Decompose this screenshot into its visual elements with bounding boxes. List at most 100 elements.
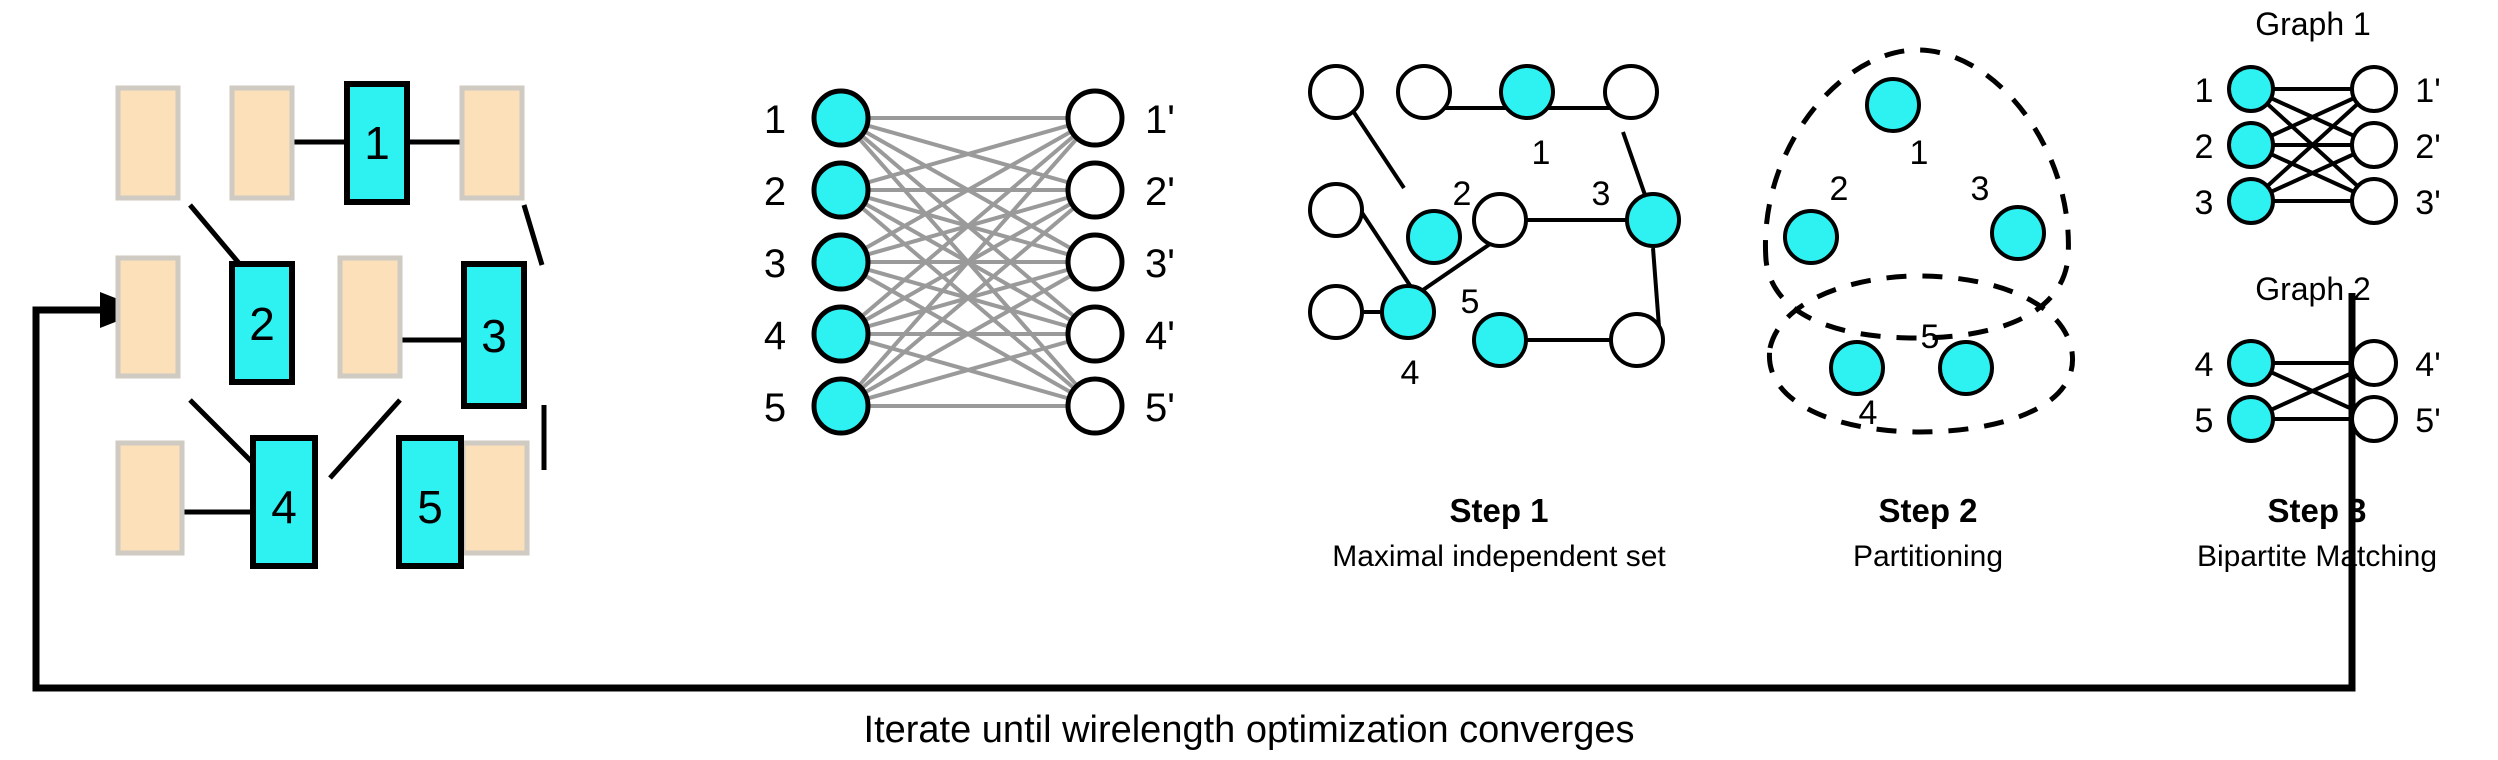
graph2-node-left <box>2227 395 2275 443</box>
step2-node-labels: 1 2 3 4 5 <box>1830 134 1990 432</box>
bipartite-left-label: 4 <box>764 314 786 358</box>
panel-step3-matching: Graph 1 <box>2195 6 2441 443</box>
graph1-node-left <box>2227 121 2275 169</box>
step1-node-unselected <box>1308 64 1364 120</box>
filler-cell <box>115 85 181 201</box>
panel-placement: 1 2 3 4 5 <box>115 81 547 569</box>
graph1-node-left <box>2227 177 2275 225</box>
step1-selected-nodes[interactable] <box>1380 64 1681 368</box>
placement-block-3[interactable]: 3 <box>461 261 527 409</box>
placement-block-label: 2 <box>249 298 275 350</box>
graph2-right-label: 5' <box>2415 402 2440 440</box>
step1-node-unselected <box>1603 64 1659 120</box>
bipartite-left-label: 3 <box>764 242 786 286</box>
step1-node-unselected <box>1308 182 1364 238</box>
placement-block-4[interactable]: 4 <box>250 435 318 569</box>
step1-node-selected <box>1380 284 1436 340</box>
graph2-right-nodes[interactable] <box>2350 339 2398 443</box>
step2-node-label: 1 <box>1910 134 1929 172</box>
bipartite-right-label: 5' <box>1145 386 1175 430</box>
step2-node <box>1865 77 1921 133</box>
filler-cell <box>460 440 530 556</box>
bipartite-left-label: 2 <box>764 170 786 214</box>
step1-node-label: 5 <box>1461 283 1480 321</box>
step1-node-selected <box>1499 64 1555 120</box>
graph1-node-right <box>2350 121 2398 169</box>
step2-cluster-b-nodes[interactable] <box>1829 340 1994 396</box>
graph1-left-nodes[interactable] <box>2227 65 2275 225</box>
placement-block-5[interactable]: 5 <box>396 435 464 569</box>
graph2-left-nodes[interactable] <box>2227 339 2275 443</box>
step1-node-label: 3 <box>1592 175 1611 213</box>
filler-cell <box>337 255 403 379</box>
placement-blocks[interactable]: 1 2 3 4 5 <box>229 81 527 569</box>
step2-node-label: 3 <box>1971 170 1990 208</box>
graph1-right-nodes[interactable] <box>2350 65 2398 225</box>
graph1-right-label: 2' <box>2415 128 2440 166</box>
graph1-right-label: 3' <box>2415 184 2440 222</box>
graph1-left-label: 1 <box>2195 72 2214 110</box>
step1-node-unselected <box>1396 64 1452 120</box>
step-title: Step 1 <box>1449 492 1548 529</box>
step-subtitle: Bipartite Matching <box>2197 540 2437 573</box>
filler-cell <box>115 440 185 556</box>
graph1-node-right <box>2350 177 2398 225</box>
bipartite-left-nodes[interactable] <box>811 88 871 436</box>
step2-node-label: 5 <box>1921 318 1940 356</box>
bipartite-node-left <box>811 88 871 148</box>
bipartite-node-right <box>1065 232 1125 292</box>
step1-node-unselected <box>1472 192 1528 248</box>
step2-node-label: 2 <box>1830 170 1849 208</box>
bipartite-node-left <box>811 160 871 220</box>
step-title: Step 3 <box>2267 492 2366 529</box>
graph1-node-left <box>2227 65 2275 113</box>
step-subtitle: Partitioning <box>1853 540 2003 573</box>
panel-bipartite-graph: 1 2 3 4 5 1' 2' 3' 4' 5' <box>764 88 1175 436</box>
bipartite-node-left <box>811 232 871 292</box>
panel-step1-graph: 1 2 3 4 5 <box>1308 64 1681 392</box>
placement-block-label: 3 <box>481 310 507 362</box>
step-captions: Step 1 Maximal independent set Step 2 Pa… <box>1332 492 2437 573</box>
step1-node-selected <box>1472 312 1528 368</box>
step1-node-label: 4 <box>1401 354 1420 392</box>
step1-unselected-nodes[interactable] <box>1308 64 1665 368</box>
graph1-left-label: 2 <box>2195 128 2214 166</box>
bipartite-left-label: 1 <box>764 98 786 142</box>
graph2-left-label: 4 <box>2195 346 2214 384</box>
bipartite-left-labels: 1 2 3 4 5 <box>764 98 786 430</box>
bipartite-edges <box>839 116 1097 408</box>
graph2-labels: 4 5 4' 5' <box>2195 346 2441 440</box>
bipartite-right-label: 2' <box>1145 170 1175 214</box>
step-subtitle: Maximal independent set <box>1332 540 1666 573</box>
step1-node-label: 1 <box>1532 134 1551 172</box>
bipartite-right-nodes[interactable] <box>1065 88 1125 436</box>
graph2-node-right <box>2350 395 2398 443</box>
placement-block-1[interactable]: 1 <box>344 81 410 205</box>
bipartite-right-labels: 1' 2' 3' 4' 5' <box>1145 98 1175 430</box>
graph2-right-label: 4' <box>2415 346 2440 384</box>
step1-node-label: 2 <box>1453 175 1472 213</box>
bipartite-node-left <box>811 376 871 436</box>
graph1-right-label: 1' <box>2415 72 2440 110</box>
step2-node <box>1938 340 1994 396</box>
step2-node <box>1829 340 1885 396</box>
step2-cluster-a-nodes[interactable] <box>1783 77 2046 265</box>
panel-step2-partition: 1 2 3 4 5 <box>1762 47 2075 435</box>
graph1-left-label: 3 <box>2195 184 2214 222</box>
placement-block-label: 5 <box>417 481 443 533</box>
loop-caption: Iterate until wirelength optimization co… <box>864 709 1635 751</box>
placement-block-2[interactable]: 2 <box>229 261 295 385</box>
graph1-node-right <box>2350 65 2398 113</box>
placement-filler-cells <box>115 85 530 556</box>
graph1-title: Graph 1 <box>2255 6 2371 42</box>
bipartite-right-label: 3' <box>1145 242 1175 286</box>
bipartite-left-label: 5 <box>764 386 786 430</box>
bipartite-node-right <box>1065 304 1125 364</box>
step1-node-selected <box>1625 192 1681 248</box>
placement-block-label: 4 <box>271 481 297 533</box>
bipartite-right-label: 1' <box>1145 98 1175 142</box>
step-title: Step 2 <box>1878 492 1977 529</box>
partition-boundary-cluster-b <box>1767 273 2075 435</box>
